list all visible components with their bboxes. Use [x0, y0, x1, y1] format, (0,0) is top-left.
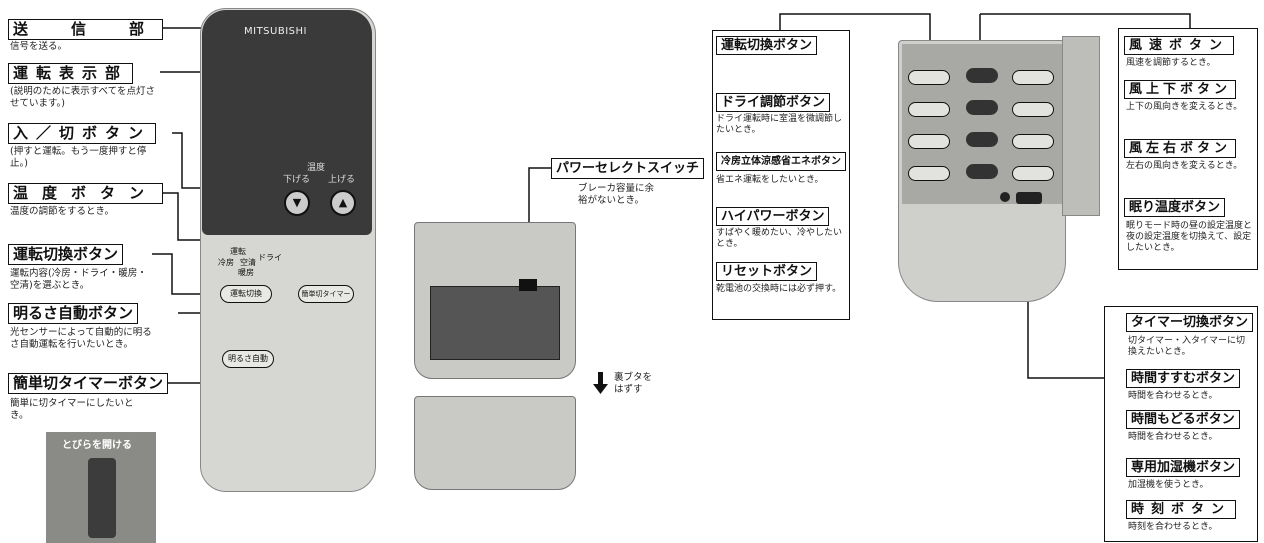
- vane-lr-desc: 左右の風向きを変えるとき。: [1126, 161, 1243, 171]
- reset-desc: 乾電池の交換時には必ず押す。: [716, 284, 842, 294]
- mode-list-c: 空清: [240, 258, 256, 267]
- vane-ud-label: 風上下ボタン: [1124, 80, 1237, 99]
- fan-desc: 風速を調節するとき。: [1126, 58, 1216, 68]
- right-btn-10[interactable]: [908, 166, 950, 181]
- remote-temp-label: 温度: [307, 163, 326, 173]
- clock-label: 時刻ボタン: [1126, 500, 1237, 519]
- mode-list-top: 運転: [230, 247, 246, 256]
- temp-down-button[interactable]: ▼: [284, 190, 310, 216]
- right-btn-3[interactable]: [1012, 70, 1054, 85]
- display-desc: (説明のために表示すべてを点灯させています。): [10, 86, 155, 109]
- right-btn-4[interactable]: [908, 102, 950, 117]
- right-btn-7[interactable]: [908, 134, 950, 149]
- right-btn-12[interactable]: [1012, 166, 1054, 181]
- door-open-caption: とびらを開ける: [62, 440, 132, 451]
- easy-timer-button[interactable]: 簡単切タイマー: [298, 285, 354, 303]
- hipower-label: ハイパワーボタン: [716, 207, 830, 226]
- sleep-desc: 眠りモード時の昼の設定温度と夜の設定温度を切換えて、設定したいとき。: [1126, 221, 1253, 253]
- transmitter-label: 送 信 部: [8, 19, 164, 40]
- right-btn-1[interactable]: [908, 70, 950, 85]
- mode-label: 運転切換ボタン: [8, 244, 124, 265]
- temp-desc: 温度の調節をするとき。: [10, 206, 115, 217]
- right-btn-8[interactable]: [966, 132, 998, 147]
- bright-auto-button[interactable]: 明るさ自動: [222, 350, 274, 368]
- time-back-label: 時間もどるボタン: [1126, 410, 1240, 429]
- time-forward-label: 時間すすむボタン: [1126, 369, 1241, 388]
- bright-label: 明るさ自動ボタン: [8, 303, 139, 324]
- power-desc: (押すと運転。もう一度押すと停止。): [10, 146, 147, 169]
- power-select-label: パワーセレクトスイッチ: [551, 158, 705, 179]
- vane-lr-label: 風左右ボタン: [1124, 139, 1237, 158]
- transmitter-desc: 信号を送る。: [10, 41, 68, 52]
- right-mode-label: 運転切換ボタン: [716, 36, 818, 55]
- right-btn-6[interactable]: [1012, 102, 1054, 117]
- right-btn-11[interactable]: [966, 164, 998, 179]
- timer-switch-button[interactable]: [1016, 192, 1042, 204]
- mode-list-a: 冷房: [218, 258, 234, 267]
- temp-up-button[interactable]: ▲: [330, 190, 356, 216]
- clock-desc: 時刻を合わせるとき。: [1128, 522, 1218, 532]
- photo-remote: [88, 458, 116, 538]
- time-back-desc: 時間を合わせるとき。: [1128, 432, 1218, 442]
- right-btn-9[interactable]: [1012, 134, 1054, 149]
- reset-button[interactable]: [1000, 192, 1010, 202]
- humidifier-label: 専用加湿機ボタン: [1126, 458, 1241, 477]
- remote-open-door: [1062, 36, 1100, 216]
- power-select-desc: ブレーカ容量に余裕がないとき。: [578, 183, 655, 206]
- remote-brand-text: MITSUBISHI: [244, 26, 307, 37]
- eco-label: 冷房立体涼感省エネボタン: [716, 152, 846, 171]
- display-label: 運転表示部: [8, 63, 134, 84]
- dry-desc: ドライ運転時に室温を微調節したいとき。: [716, 114, 843, 135]
- mode-list-d: 暖房: [238, 268, 254, 277]
- reset-label: リセットボタン: [716, 262, 818, 281]
- battery-compartment: [430, 286, 560, 360]
- power-select-switch[interactable]: [519, 279, 537, 291]
- fan-label: 風速ボタン: [1124, 36, 1235, 55]
- mode-desc: 運転内容(冷房・ドライ・暖房・空清)を選ぶとき。: [10, 268, 147, 291]
- right-btn-2[interactable]: [966, 68, 998, 83]
- time-forward-desc: 時間を合わせるとき。: [1128, 391, 1218, 401]
- easy-timer-desc: 簡単に切タイマーにしたいとき。: [10, 398, 134, 421]
- door-open-photo: とびらを開ける: [46, 432, 156, 543]
- sleep-label: 眠り温度ボタン: [1124, 198, 1226, 217]
- remote-temp-up-label: 上げる: [328, 175, 356, 185]
- power-label: 入／切ボタン: [8, 123, 157, 144]
- bright-desc: 光センサーによって自動的に明るさ自動運転を行いたいとき。: [10, 327, 152, 350]
- mode-change-button[interactable]: 運転切換: [220, 285, 272, 303]
- right-btn-5[interactable]: [966, 100, 998, 115]
- eco-desc: 省エネ運転をしたいとき。: [716, 175, 824, 185]
- humidifier-desc: 加湿機を使うとき。: [1128, 480, 1209, 490]
- remote-temp-down-label: 下げる: [283, 175, 311, 185]
- mode-list-b: ドライ: [258, 253, 282, 262]
- dry-label: ドライ調節ボタン: [716, 93, 831, 112]
- hipower-desc: すばやく暖めたい、冷やしたいとき。: [716, 228, 843, 249]
- vane-ud-desc: 上下の風向きを変えるとき。: [1126, 102, 1243, 112]
- temp-label: 温度ボタン: [8, 183, 164, 204]
- timer-switch-desc: 切タイマー・入タイマーに切換えたいとき。: [1128, 336, 1246, 357]
- timer-switch-label: タイマー切換ボタン: [1126, 313, 1254, 332]
- easy-timer-label: 簡単切タイマーボタン: [8, 373, 169, 394]
- cover-remove-note: 裏ブタをはずす: [614, 372, 653, 395]
- battery-cover: [414, 396, 576, 490]
